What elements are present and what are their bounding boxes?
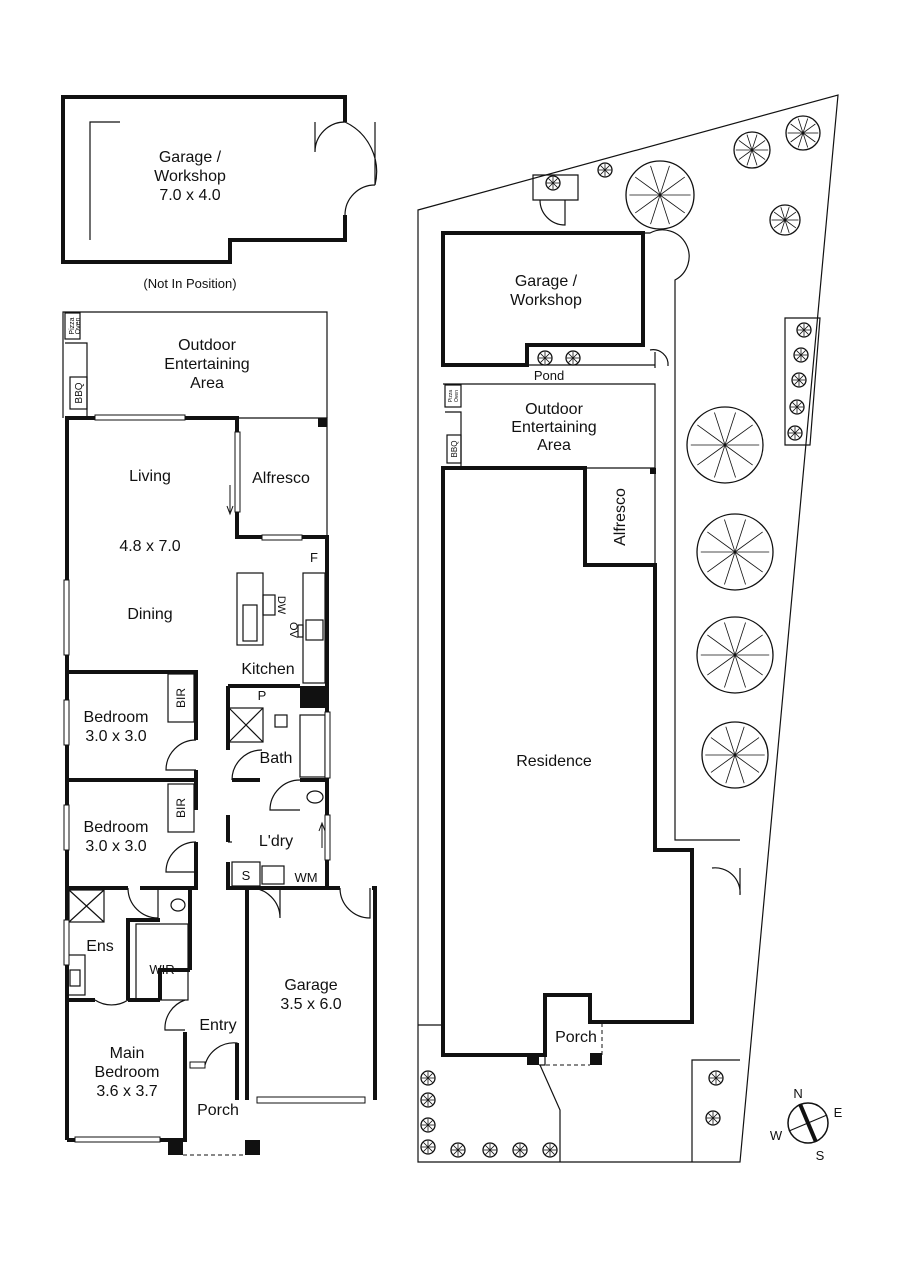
compass-s: S bbox=[816, 1148, 825, 1163]
site-pizza-label: Pizza bbox=[448, 390, 454, 402]
tree-icon bbox=[420, 1070, 436, 1086]
garage-workshop-size: 7.0 x 4.0 bbox=[159, 187, 220, 204]
tree-icon bbox=[512, 1142, 528, 1158]
outdoor-entertaining-area: Pizza Oven BBQ Outdoor Entertaining Area bbox=[62, 311, 328, 418]
tree-icon bbox=[420, 1092, 436, 1108]
bedroom1-size: 3.0 x 3.0 bbox=[85, 728, 146, 745]
site-pizza-label-2: Oven bbox=[454, 390, 460, 402]
compass-e: E bbox=[834, 1105, 843, 1120]
main-bedroom-size: 3.6 x 3.7 bbox=[96, 1083, 157, 1100]
tree-icon bbox=[625, 160, 695, 230]
pond-label: Pond bbox=[534, 368, 564, 383]
residence-outline bbox=[441, 466, 694, 1057]
outdoor-label-2: Entertaining bbox=[164, 356, 249, 373]
compass: N E S W bbox=[770, 1086, 843, 1163]
living-size: 4.8 x 7.0 bbox=[119, 538, 180, 555]
garage-workshop-label-2: Workshop bbox=[154, 168, 226, 185]
site-bbq-label: BBQ bbox=[450, 441, 459, 458]
tree-icon bbox=[769, 204, 801, 236]
garage-and-porch: Garage 3.5 x 6.0 Porch bbox=[168, 886, 377, 1156]
garage-workshop-label: Garage / bbox=[159, 149, 222, 166]
wet-areas: P Bath L'dry S WM bbox=[226, 684, 331, 919]
site-garage-workshop bbox=[441, 231, 645, 367]
washing-machine-label: WM bbox=[294, 870, 317, 885]
outdoor-label-3: Area bbox=[190, 375, 224, 392]
garage-size: 3.5 x 6.0 bbox=[280, 996, 341, 1013]
tree-icon bbox=[545, 175, 561, 191]
garage-workshop-detached: Garage / Workshop 7.0 x 4.0 (Not In Posi… bbox=[61, 95, 378, 291]
outdoor-label-1: Outdoor bbox=[178, 337, 236, 354]
tree-icon bbox=[796, 322, 812, 338]
laundry-label: L'dry bbox=[259, 833, 293, 850]
compass-w: W bbox=[770, 1128, 783, 1143]
dining-label: Dining bbox=[127, 606, 172, 623]
bbq-label: BBQ bbox=[74, 382, 85, 403]
dishwasher-label: DW bbox=[275, 596, 287, 615]
site-outdoor-2: Entertaining bbox=[511, 419, 596, 436]
tree-icon bbox=[791, 372, 807, 388]
tree-icon bbox=[733, 131, 771, 169]
pantry-label: P bbox=[258, 688, 267, 703]
main-bedroom-label-1: Main bbox=[110, 1045, 145, 1062]
tree-icon bbox=[787, 425, 803, 441]
kitchen-label: Kitchen bbox=[241, 661, 294, 678]
site-alfresco-label: Alfresco bbox=[612, 488, 629, 546]
site-porch-label: Porch bbox=[555, 1029, 597, 1046]
tree-icon bbox=[537, 350, 553, 366]
tree-icon bbox=[420, 1139, 436, 1155]
tree-icon bbox=[597, 162, 613, 178]
tree-icon bbox=[542, 1142, 558, 1158]
site-outdoor-1: Outdoor bbox=[525, 401, 583, 418]
oven-label: OV bbox=[287, 622, 299, 639]
tree-icon bbox=[420, 1117, 436, 1133]
residence-label: Residence bbox=[516, 753, 592, 770]
tree-icon bbox=[708, 1070, 724, 1086]
not-in-position-note: (Not In Position) bbox=[143, 276, 236, 291]
tree-icon bbox=[701, 721, 769, 789]
bedroom2-size: 3.0 x 3.0 bbox=[85, 838, 146, 855]
site-plan: Garage / Workshop Pond Pizza Oven BBQ Ou… bbox=[417, 94, 839, 1163]
trees bbox=[420, 115, 821, 1158]
tree-icon bbox=[785, 115, 821, 151]
alfresco-label: Alfresco bbox=[252, 470, 310, 487]
tree-icon bbox=[696, 513, 774, 591]
tree-icon bbox=[789, 399, 805, 415]
pizza-oven-label: Pizza bbox=[69, 317, 76, 334]
master-suite: Ens WIR Main Bedroom 3.6 x 3.7 Entry bbox=[63, 886, 239, 1143]
tree-icon bbox=[565, 350, 581, 366]
tree-icon bbox=[450, 1142, 466, 1158]
tree-icon bbox=[482, 1142, 498, 1158]
tree-icon bbox=[705, 1110, 721, 1126]
living-label: Living bbox=[129, 468, 171, 485]
fridge-label: F bbox=[310, 550, 318, 565]
house-walls: F DW OV Kitchen Living 4.8 x 7.0 Dining … bbox=[63, 414, 329, 1140]
tree-icon bbox=[696, 616, 774, 694]
garage-label: Garage bbox=[284, 977, 337, 994]
entry-label: Entry bbox=[199, 1017, 236, 1034]
bedroom1-label: Bedroom bbox=[84, 709, 149, 726]
compass-n: N bbox=[793, 1086, 802, 1101]
main-bedroom-label-2: Bedroom bbox=[95, 1064, 160, 1081]
site-boundary bbox=[417, 94, 839, 1163]
bir-label-2: BIR bbox=[174, 798, 188, 818]
wir-label: WIR bbox=[149, 962, 174, 977]
bedrooms: BIR BIR Bedroom 3.0 x 3.0 Bedroom 3.0 x … bbox=[63, 670, 198, 890]
tree-icon bbox=[686, 406, 764, 484]
site-outdoor-3: Area bbox=[537, 437, 571, 454]
ensuite-label: Ens bbox=[86, 938, 114, 955]
bedroom2-label: Bedroom bbox=[84, 819, 149, 836]
pizza-oven-label-2: Oven bbox=[75, 318, 82, 335]
bath-label: Bath bbox=[260, 750, 293, 767]
porch-label: Porch bbox=[197, 1102, 239, 1119]
site-garage-label: Garage / bbox=[515, 273, 578, 290]
tree-icon bbox=[793, 347, 809, 363]
laundry-sink-label: S bbox=[242, 868, 251, 883]
bir-label-1: BIR bbox=[174, 688, 188, 708]
site-garage-label-2: Workshop bbox=[510, 292, 582, 309]
